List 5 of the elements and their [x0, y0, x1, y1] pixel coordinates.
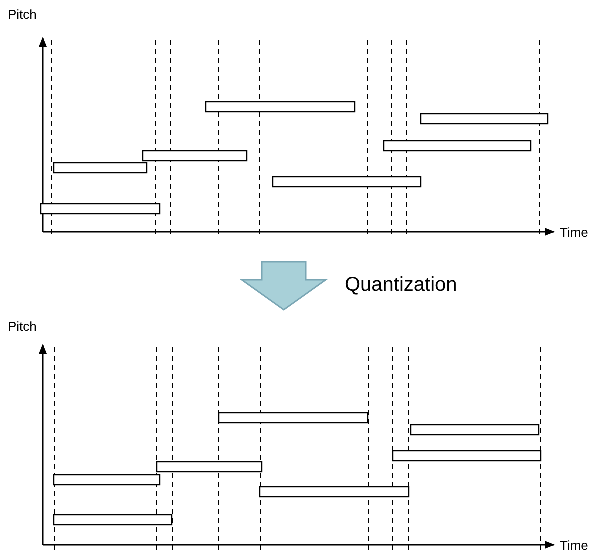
axis-label: Pitch [8, 8, 37, 21]
axis-label: Time [560, 539, 588, 552]
axis-label: Pitch [8, 320, 37, 333]
process-label: Quantization [345, 275, 458, 295]
axis-label: Time [560, 226, 588, 239]
